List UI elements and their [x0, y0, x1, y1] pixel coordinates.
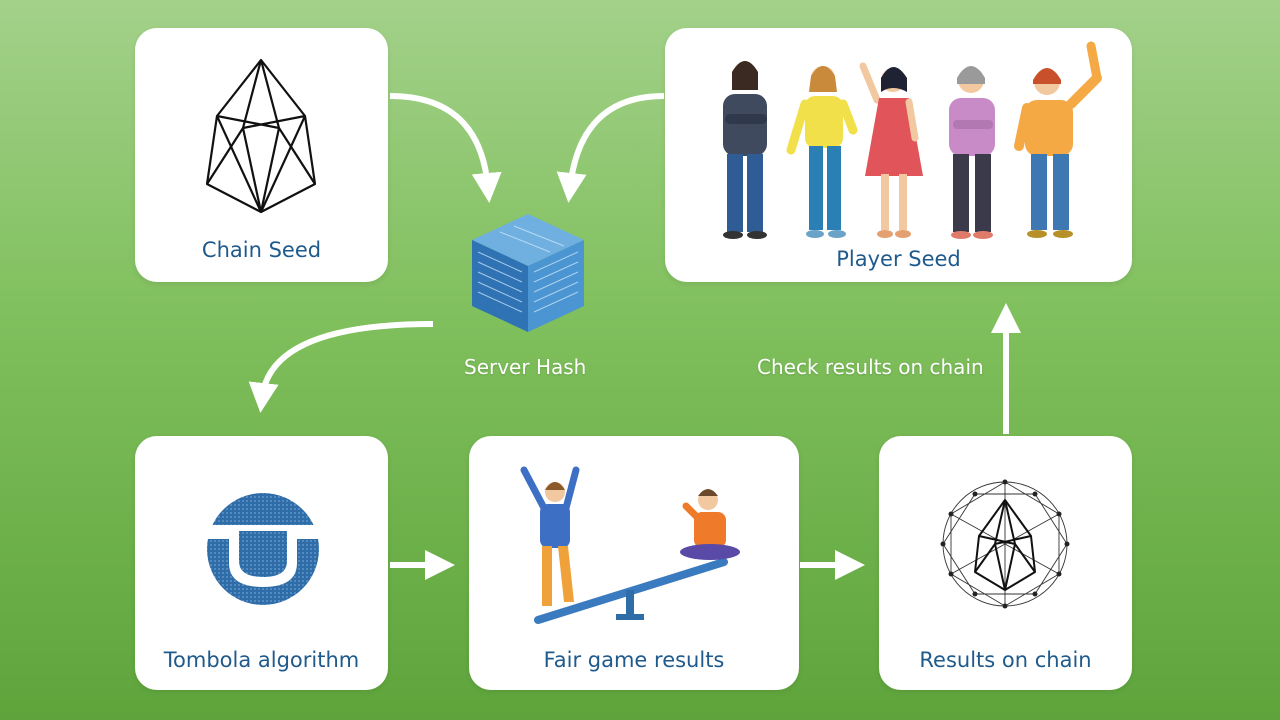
hash-cube-icon [472, 214, 584, 332]
tombola-card: Tombola algorithm [135, 436, 388, 690]
eos-network-icon [940, 479, 1070, 609]
eos-logo-icon [205, 58, 317, 214]
chain-seed-label: Chain Seed [201, 238, 322, 262]
people-group-icon [723, 41, 1102, 239]
tombola-logo-icon [205, 493, 321, 605]
player-seed-card: Player Seed [665, 28, 1132, 282]
fair-game-label: Fair game results [543, 648, 725, 672]
server-hash-label: Server Hash [464, 355, 587, 379]
tombola-label: Tombola algorithm [163, 648, 360, 672]
player-seed-label: Player Seed [836, 247, 961, 271]
chain-seed-card: Chain Seed [135, 28, 388, 282]
results-chain-card: Results on chain [879, 436, 1132, 690]
check-results-label: Check results on chain [757, 355, 984, 379]
arrow-hash-to-tombola [248, 321, 434, 413]
arrow-chain-to-hash [389, 93, 502, 203]
seesaw-icon [520, 466, 740, 624]
results-chain-label: Results on chain [919, 648, 1092, 672]
fair-game-card: Fair game results [469, 436, 799, 690]
arrow-player-to-hash [556, 93, 665, 203]
